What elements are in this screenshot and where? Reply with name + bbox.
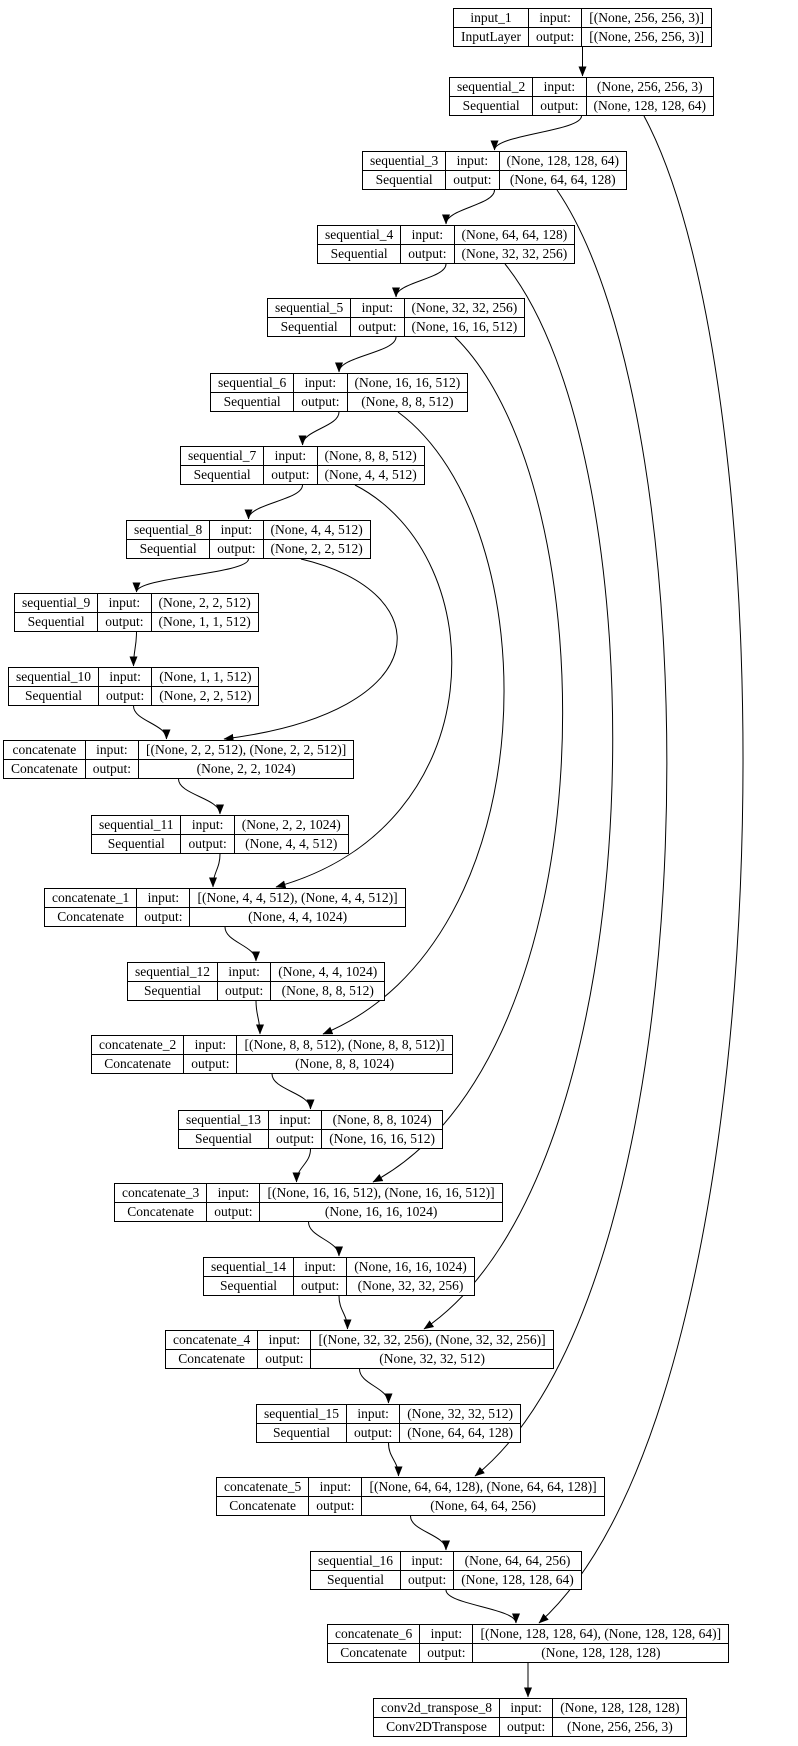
edge-sequential_6-to-concatenate_2 xyxy=(322,411,505,1035)
edge-sequential_11-to-concatenate_1 xyxy=(209,853,221,888)
edge-sequential_2-to-sequential_3 xyxy=(490,115,582,151)
edge-concatenate_3-to-sequential_14 xyxy=(308,1221,343,1257)
edge-sequential_8-to-sequential_9 xyxy=(132,558,249,593)
edge-sequential_2-to-concatenate_6 xyxy=(538,115,744,1624)
edge-concatenate_1-to-sequential_12 xyxy=(224,926,260,962)
edge-concatenate_4-to-sequential_15 xyxy=(359,1368,393,1404)
edge-sequential_5-to-sequential_6 xyxy=(335,336,397,373)
edge-sequential_16-to-concatenate_6 xyxy=(445,1589,520,1624)
edge-concatenate_5-to-sequential_16 xyxy=(410,1515,450,1551)
edge-sequential_15-to-concatenate_5 xyxy=(388,1442,403,1477)
edge-sequential_7-to-sequential_8 xyxy=(244,484,303,520)
edge-concatenate-to-sequential_11 xyxy=(178,778,224,815)
edge-sequential_10-to-concatenate xyxy=(133,705,171,740)
edge-sequential_4-to-sequential_5 xyxy=(392,263,447,298)
edge-concatenate_2-to-sequential_13 xyxy=(271,1073,315,1110)
edge-sequential_13-to-concatenate_3 xyxy=(292,1148,311,1183)
edge-sequential_3-to-concatenate_5 xyxy=(474,189,668,1477)
edge-sequential_6-to-sequential_7 xyxy=(298,411,340,446)
edge-sequential_8-to-concatenate xyxy=(223,558,398,742)
edge-sequential_14-to-concatenate_4 xyxy=(338,1295,352,1330)
edge-sequential_7-to-concatenate_1 xyxy=(275,484,453,889)
edge-sequential_5-to-concatenate_3 xyxy=(372,336,564,1183)
edge-sequential_3-to-sequential_4 xyxy=(442,189,495,225)
edge-sequential_4-to-concatenate_4 xyxy=(423,263,614,1330)
edge-sequential_9-to-sequential_10 xyxy=(129,631,138,667)
edge-sequential_12-to-concatenate_2 xyxy=(255,1000,264,1035)
